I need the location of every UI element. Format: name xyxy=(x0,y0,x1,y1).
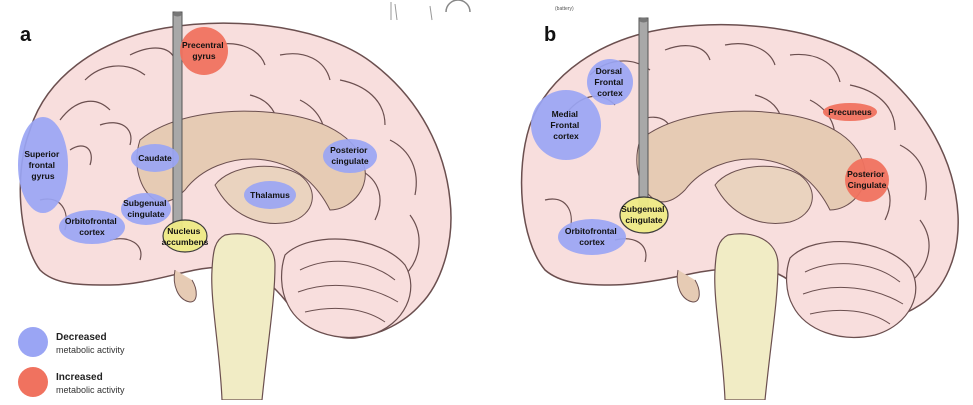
electrode-cap xyxy=(173,12,182,17)
label-subgenual-a: Subgenual cingulate xyxy=(123,198,169,219)
panel-a: a xyxy=(0,0,490,400)
cerebellum xyxy=(787,242,916,338)
label-thalamus: Thalamus xyxy=(250,190,290,200)
pituitary xyxy=(174,270,196,302)
electrode-cap xyxy=(639,18,648,23)
electrode-lead xyxy=(639,18,648,206)
panel-a-letter: a xyxy=(20,24,31,47)
label-precuneus: Precuneus xyxy=(828,107,872,117)
panel-b-brain-diagram: Dorsal Frontal cortex Medial Frontal cor… xyxy=(490,0,973,400)
legend-decreased-subtitle: metabolic activity xyxy=(56,345,125,355)
label-posterior-cingulate-a: Posterior cingulate xyxy=(330,145,370,166)
region-nucleus-accumbens xyxy=(163,220,207,252)
cerebellum xyxy=(282,239,411,337)
label-posterior-cingulate-b: Posterior Cingulate xyxy=(847,169,887,190)
label-subgenual-b: Subgenual cingulate xyxy=(621,204,667,225)
label-medial-frontal: Medial Frontal cortex xyxy=(550,109,581,141)
legend-increased-swatch xyxy=(18,367,48,397)
legend-decreased-swatch xyxy=(18,327,48,357)
legend: Decreased metabolic activity Increased m… xyxy=(18,325,218,400)
label-nucleus-accumbens: Nucleus accumbens xyxy=(162,226,209,247)
brain-stem xyxy=(715,234,778,400)
legend-increased-title: Increased xyxy=(56,372,103,383)
brain-stem xyxy=(212,234,275,400)
label-dorsal-frontal: Dorsal Frontal cortex xyxy=(594,66,625,98)
label-caudate: Caudate xyxy=(138,153,172,163)
panel-b-letter: b xyxy=(544,24,556,47)
legend-decreased-title: Decreased xyxy=(56,332,107,343)
panel-b: b Dorsal xyxy=(490,0,973,400)
electrode-lead xyxy=(173,12,182,230)
legend-increased-subtitle: metabolic activity xyxy=(56,385,125,395)
